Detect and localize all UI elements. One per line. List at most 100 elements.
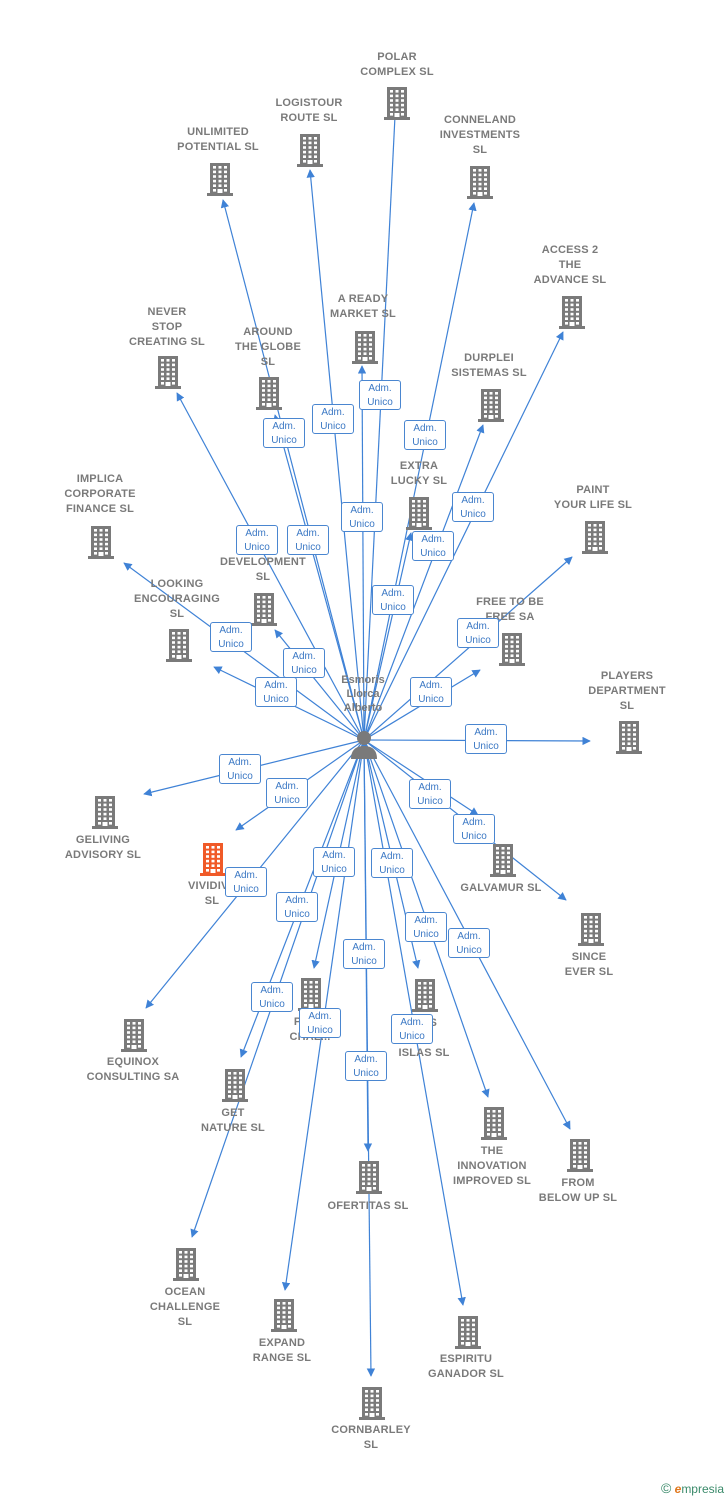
building-icon[interactable] bbox=[121, 1018, 147, 1052]
edge-label-line2: Unico bbox=[353, 1068, 379, 1079]
building-icon[interactable] bbox=[384, 86, 410, 120]
company-node-since[interactable]: SINCE EVER SL bbox=[534, 950, 644, 980]
company-node-vividive[interactable]: VIVIDIVE SL bbox=[157, 879, 267, 909]
company-node-unlimited[interactable]: UNLIMITED POTENTIAL SL bbox=[163, 125, 273, 155]
company-node-never[interactable]: NEVER STOP CREATING SL bbox=[112, 305, 222, 350]
company-node-durplei[interactable]: DURPLEI SISTEMAS SL bbox=[434, 351, 544, 381]
edge-label-looking[interactable]: Adm.Unico bbox=[255, 677, 297, 707]
company-node-around[interactable]: AROUND THE GLOBE SL bbox=[213, 325, 323, 370]
company-node-players[interactable]: PLAYERS DEPARTMENT SL bbox=[572, 669, 682, 714]
edge-label-geliving[interactable]: Adm.Unico bbox=[219, 754, 261, 784]
edge-label-plachal[interactable]: Adm.Unico bbox=[313, 847, 355, 877]
company-node-implica[interactable]: IMPLICA CORPORATE FINANCE SL bbox=[45, 472, 155, 517]
building-icon[interactable] bbox=[298, 977, 324, 1011]
edge-label-line1: Adm. bbox=[419, 680, 443, 691]
company-node-innovation[interactable]: THE INNOVATION IMPROVED SL bbox=[437, 1144, 547, 1189]
edge-label-players[interactable]: Adm.Unico bbox=[465, 724, 507, 754]
building-icon[interactable] bbox=[173, 1247, 199, 1281]
building-icon[interactable] bbox=[256, 376, 282, 410]
building-icon[interactable] bbox=[478, 388, 504, 422]
company-node-getnature[interactable]: GET NATURE SL bbox=[178, 1106, 288, 1136]
company-node-extra[interactable]: EXTRA LUCKY SL bbox=[364, 459, 474, 489]
building-icon[interactable] bbox=[92, 795, 118, 829]
edge-around bbox=[272, 414, 365, 741]
building-icon[interactable] bbox=[481, 1106, 507, 1140]
edge-label-islas[interactable]: Adm.Unico bbox=[371, 848, 413, 878]
edge-label-extra-0[interactable]: Adm.Unico bbox=[283, 648, 325, 678]
company-node-ofertitas[interactable]: OFERTITAS SL bbox=[313, 1199, 423, 1214]
edge-label-line1: Adm. bbox=[321, 407, 345, 418]
person-icon[interactable] bbox=[348, 728, 380, 760]
building-icon[interactable] bbox=[166, 628, 192, 662]
edge-label-never[interactable]: Adm.Unico bbox=[236, 525, 278, 555]
building-icon[interactable] bbox=[359, 1386, 385, 1420]
edge-label-freetobe[interactable]: Adm.Unico bbox=[410, 677, 452, 707]
building-icon[interactable] bbox=[155, 355, 181, 389]
edge-label-expand[interactable]: Adm.Unico bbox=[299, 1008, 341, 1038]
company-node-expand[interactable]: EXPAND RANGE SL bbox=[227, 1336, 337, 1366]
building-icon[interactable] bbox=[271, 1298, 297, 1332]
edge-label-ofertitas[interactable]: Adm.Unico bbox=[343, 939, 385, 969]
edge-label-development[interactable]: Adm.Unico bbox=[210, 622, 252, 652]
company-node-frombelow[interactable]: FROM BELOW UP SL bbox=[523, 1176, 633, 1206]
edge-label-access2[interactable]: Adm.Unico bbox=[452, 492, 494, 522]
edge-label-paint[interactable]: Adm.Unico bbox=[457, 618, 499, 648]
company-node-galvamur[interactable]: GALVAMUR SL bbox=[446, 881, 556, 896]
company-node-logistour[interactable]: LOGISTOUR ROUTE SL bbox=[254, 96, 364, 126]
building-icon[interactable] bbox=[559, 295, 585, 329]
building-icon[interactable] bbox=[207, 162, 233, 196]
edge-label-galvamur[interactable]: Adm.Unico bbox=[409, 779, 451, 809]
building-icon[interactable] bbox=[412, 978, 438, 1012]
edge-label-conneland[interactable]: Adm.Unico bbox=[404, 420, 446, 450]
company-node-ocean[interactable]: OCEAN CHALLENGE SL bbox=[130, 1285, 240, 1330]
center-person-name[interactable]: Esmoris Llorca Alberto bbox=[341, 674, 385, 714]
edge-label-equinox[interactable]: Adm.Unico bbox=[225, 867, 267, 897]
building-icon[interactable] bbox=[499, 632, 525, 666]
building-icon[interactable] bbox=[455, 1315, 481, 1349]
company-node-espiritu[interactable]: ESPIRITU GANADOR SL bbox=[411, 1352, 521, 1382]
company-node-looking[interactable]: LOOKING ENCOURAGING SL bbox=[122, 577, 232, 622]
edge-label-line2: Unico bbox=[367, 397, 393, 408]
edge-label-espiritu[interactable]: Adm.Unico bbox=[391, 1014, 433, 1044]
company-node-polar[interactable]: POLAR COMPLEX SL bbox=[342, 50, 452, 80]
company-node-conneland[interactable]: CONNELAND INVESTMENTS SL bbox=[425, 113, 535, 158]
edge-label-durplei[interactable]: Adm.Unico bbox=[341, 502, 383, 532]
edge-label-aready[interactable]: Adm.Unico bbox=[359, 380, 401, 410]
edge-label-extra-1[interactable]: Adm.Unico bbox=[372, 585, 414, 615]
building-icon[interactable] bbox=[582, 520, 608, 554]
building-icon[interactable] bbox=[406, 496, 432, 530]
building-icon[interactable] bbox=[352, 330, 378, 364]
building-icon[interactable] bbox=[297, 133, 323, 167]
company-node-aready[interactable]: A READY MARKET SL bbox=[308, 292, 418, 322]
edge-label-frombelow[interactable]: Adm.Unico bbox=[448, 928, 490, 958]
company-node-geliving[interactable]: GELIVING ADVISORY SL bbox=[48, 833, 158, 863]
company-node-cornbarley[interactable]: CORNBARLEY SL bbox=[316, 1423, 426, 1453]
building-icon[interactable] bbox=[200, 842, 226, 876]
edge-label-extra[interactable]: Adm.Unico bbox=[412, 531, 454, 561]
edge-label-since[interactable]: Adm.Unico bbox=[453, 814, 495, 844]
edge-label-unlimited[interactable]: Adm.Unico bbox=[263, 418, 305, 448]
edge-label-around[interactable]: Adm.Unico bbox=[287, 525, 329, 555]
edge-label-cornbarley[interactable]: Adm.Unico bbox=[345, 1051, 387, 1081]
company-name: PAINT YOUR LIFE SL bbox=[553, 484, 633, 511]
edge-access2 bbox=[363, 331, 564, 741]
company-name: OFERTITAS SL bbox=[327, 1200, 409, 1212]
building-icon[interactable] bbox=[567, 1138, 593, 1172]
edge-unlimited bbox=[220, 199, 365, 741]
edge-label-getnature[interactable]: Adm.Unico bbox=[276, 892, 318, 922]
edge-label-innovation[interactable]: Adm.Unico bbox=[405, 912, 447, 942]
building-icon[interactable] bbox=[356, 1160, 382, 1194]
company-node-equinox[interactable]: EQUINOX CONSULTING SA bbox=[78, 1055, 188, 1085]
building-icon[interactable] bbox=[616, 720, 642, 754]
edge-label-logistour[interactable]: Adm.Unico bbox=[312, 404, 354, 434]
building-icon[interactable] bbox=[88, 525, 114, 559]
edge-label-vividive[interactable]: Adm.Unico bbox=[266, 778, 308, 808]
edge-label-ocean[interactable]: Adm.Unico bbox=[251, 982, 293, 1012]
building-icon[interactable] bbox=[251, 592, 277, 626]
building-icon[interactable] bbox=[467, 165, 493, 199]
building-icon[interactable] bbox=[578, 912, 604, 946]
company-node-access2[interactable]: ACCESS 2 THE ADVANCE SL bbox=[515, 243, 625, 288]
company-node-paint[interactable]: PAINT YOUR LIFE SL bbox=[538, 483, 648, 513]
building-icon[interactable] bbox=[222, 1068, 248, 1102]
building-icon[interactable] bbox=[490, 843, 516, 877]
